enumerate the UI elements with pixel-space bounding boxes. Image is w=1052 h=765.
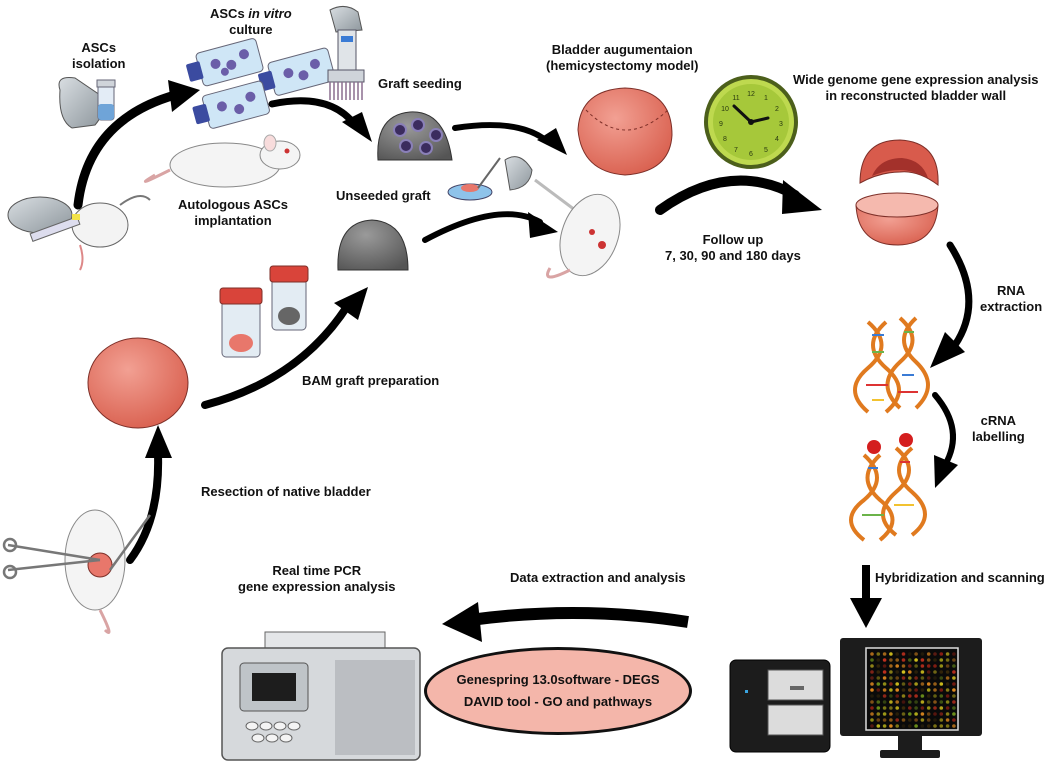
arrow-unseeded-to-rat [422, 211, 558, 243]
clock-numeral: 1 [764, 95, 768, 102]
dna-helix-illustration [853, 316, 930, 414]
label-unseeded-graft: Unseeded graft [336, 188, 431, 203]
oval-line-david: DAVID tool - GO and pathways [463, 694, 653, 709]
clock-numeral: 5 [764, 147, 768, 154]
petri-dish-illustration [447, 156, 533, 201]
clock-numeral: 11 [732, 95, 739, 102]
arrow-culture-to-seeding [268, 97, 372, 142]
arrow-rna-extraction [930, 241, 973, 368]
label-ascs-culture: ASCs in vitro culture [210, 6, 292, 37]
pcr-machine-illustration [221, 631, 421, 761]
reconstructed-bladder-illustration [855, 139, 939, 246]
unseeded-graft-illustration [337, 219, 409, 271]
tube-in-glove-illustration [58, 77, 116, 129]
arrow-isolation-to-culture [73, 80, 200, 210]
augmented-bladder-illustration [577, 87, 673, 176]
clock-numeral: 8 [723, 136, 727, 143]
arrow-followup [655, 175, 822, 215]
label-resection: Resection of native bladder [201, 484, 371, 499]
resection-rat-illustration [2, 509, 152, 634]
arrow-crna-labelling [932, 392, 958, 488]
oval-line-genespring: Genespring 13.0software - DEGS [456, 672, 660, 687]
arrow-hybridization [850, 565, 882, 628]
culture-flasks-illustration [186, 38, 336, 129]
label-data-extraction: Data extraction and analysis [510, 570, 686, 585]
white-rat-illustration [143, 134, 301, 188]
native-bladder-illustration [87, 337, 189, 429]
label-hybridization: Hybridization and scanning [875, 570, 1045, 585]
clock-numeral: 4 [775, 136, 779, 143]
clock-numeral: 12 [747, 91, 755, 98]
clock-numeral: 9 [719, 121, 723, 128]
arrow-bam-to-unseeded [201, 287, 368, 409]
syringe-injection-illustration [7, 195, 151, 271]
arrow-seeded-to-bladder [452, 122, 567, 155]
labelled-dna-illustration [849, 433, 927, 542]
arrow-data-extraction [442, 602, 689, 642]
clock-numeral: 6 [749, 151, 753, 158]
bam-graft-jars-illustration [219, 265, 309, 358]
label-bladder-augmentation: Bladder augumentaion(hemicystectomy mode… [546, 42, 699, 73]
clock-numeral: 10 [721, 106, 729, 113]
microarray-scanner-illustration [729, 659, 831, 753]
label-bam-graft-preparation: BAM graft preparation [302, 373, 440, 388]
monitor-microarray-illustration [840, 638, 982, 758]
clock-numeral: 7 [734, 147, 738, 154]
clock-numeral: 2 [775, 106, 779, 113]
clock-numeral: 3 [779, 121, 783, 128]
operated-rat-illustration [546, 193, 621, 279]
software-oval: Genespring 13.0software - DEGS DAVID too… [424, 647, 692, 735]
seeded-graft-illustration [377, 111, 453, 161]
label-graft-seeding: Graft seeding [378, 76, 462, 91]
arrow-resection-to-bladder [126, 425, 172, 564]
multichannel-pipette-illustration [327, 6, 365, 100]
